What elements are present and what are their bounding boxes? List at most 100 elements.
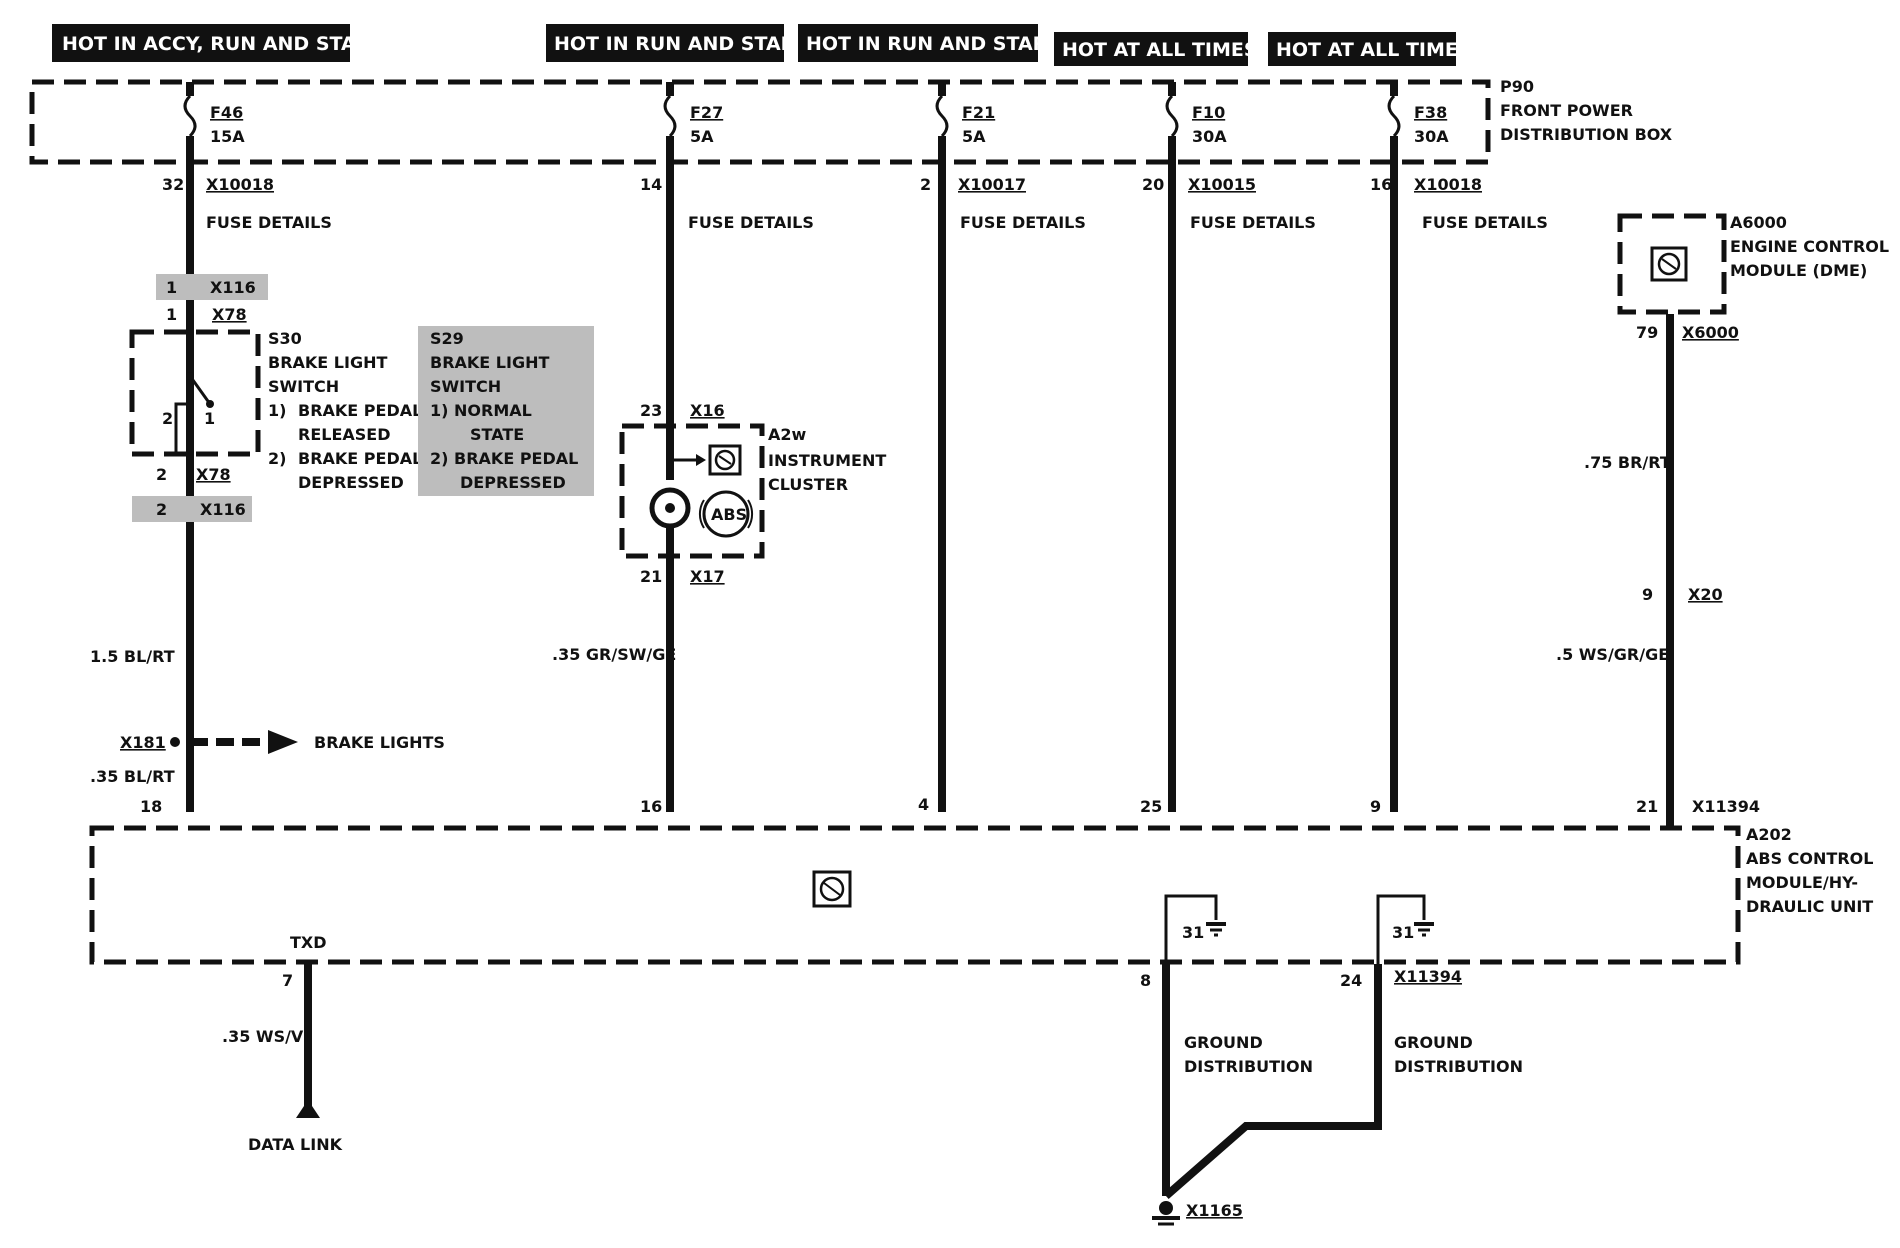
ic-name-line2: CLUSTER bbox=[768, 475, 848, 494]
x116-bot-conn: X116 bbox=[200, 500, 246, 519]
x78-top-pin: 1 bbox=[166, 305, 177, 324]
wire-ground-b-internal bbox=[1376, 894, 1426, 964]
fuse-f10-pin: 20 bbox=[1142, 175, 1164, 194]
x116-bot-shading bbox=[132, 496, 252, 522]
ground-point-icon bbox=[1152, 1201, 1180, 1226]
ecm-conn: X6000 bbox=[1682, 323, 1739, 342]
fuse-f27-symbol bbox=[660, 94, 680, 138]
ic-out-pin: 21 bbox=[640, 567, 662, 586]
brake-wire-end-pin: 18 bbox=[140, 797, 162, 816]
abs-ground-a-pin: 8 bbox=[1140, 971, 1151, 990]
power-distribution-box-outline bbox=[29, 79, 1491, 165]
f21-column-end-pin: 4 bbox=[918, 795, 929, 814]
fuse-f27-rating: 5A bbox=[690, 127, 714, 146]
fuse-f38-details: FUSE DETAILS bbox=[1422, 213, 1548, 232]
fuse-f38-symbol bbox=[1384, 94, 1404, 138]
abs-ground-b-conn: X11394 bbox=[1394, 967, 1462, 986]
ground-a-line1: GROUND bbox=[1184, 1033, 1263, 1052]
ic-name-line1: INSTRUMENT bbox=[768, 451, 886, 470]
s30-switch-box bbox=[129, 329, 261, 457]
ic-in-pin: 23 bbox=[640, 401, 662, 420]
abs-id: A202 bbox=[1746, 825, 1792, 844]
fuse-f10-rating: 30A bbox=[1192, 127, 1227, 146]
s30-state1-b: RELEASED bbox=[298, 425, 391, 444]
ground-point-label: X1165 bbox=[1186, 1201, 1243, 1220]
abs-control-unit-icon bbox=[812, 870, 852, 908]
abs-warning-lamp-icon: ABS bbox=[698, 490, 754, 538]
s30-contact-1: 1 bbox=[204, 409, 215, 428]
fuse-f27-details: FUSE DETAILS bbox=[688, 213, 814, 232]
ic-module-box bbox=[619, 423, 765, 559]
fuse-f21-pin: 2 bbox=[920, 175, 931, 194]
fuse-f46-details: FUSE DETAILS bbox=[206, 213, 332, 232]
s30-state2-b: DEPRESSED bbox=[298, 473, 404, 492]
abs-ground-b-internal-pin: 31 bbox=[1392, 923, 1414, 942]
ic-out-conn: X17 bbox=[690, 567, 725, 586]
data-link-label: DATA LINK bbox=[248, 1135, 343, 1154]
x78-bot-conn: X78 bbox=[196, 465, 231, 484]
fuse-f10-symbol bbox=[1162, 94, 1182, 138]
ground-b-line2: DISTRIBUTION bbox=[1394, 1057, 1523, 1076]
abs-ground-a-internal-pin: 31 bbox=[1182, 923, 1204, 942]
abs-txd-label: TXD bbox=[290, 933, 327, 952]
brake-lights-label: BRAKE LIGHTS bbox=[314, 733, 445, 752]
ecm-mid-conn: X20 bbox=[1688, 585, 1723, 604]
ic-in-conn: X16 bbox=[690, 401, 725, 420]
ecm-name-line2: MODULE (DME) bbox=[1730, 261, 1867, 280]
s30-state1-a: BRAKE PEDAL bbox=[298, 401, 422, 420]
ecm-id: A6000 bbox=[1730, 213, 1787, 232]
header-banner-3-text: HOT IN RUN AND START bbox=[806, 33, 1059, 55]
header-banner-1-text: HOT IN ACCY, RUN AND START bbox=[62, 33, 382, 55]
ground-a-line2: DISTRIBUTION bbox=[1184, 1057, 1313, 1076]
s29-line2: BRAKE LIGHT bbox=[430, 353, 549, 372]
header-banner-4-text: HOT AT ALL TIMES bbox=[1062, 39, 1258, 61]
s29-line5: STATE bbox=[470, 425, 524, 444]
ecm-name-line1: ENGINE CONTROL bbox=[1730, 237, 1889, 256]
fuse-f38-pin: 16 bbox=[1370, 175, 1392, 194]
s30-state2-a: BRAKE PEDAL bbox=[298, 449, 422, 468]
s29-line3: SWITCH bbox=[430, 377, 501, 396]
s29-line1: S29 bbox=[430, 329, 464, 348]
fuse-f46-labels: F46 15A 32 X10018 FUSE DETAILS bbox=[162, 103, 332, 232]
header-banner-2-text: HOT IN RUN AND START bbox=[554, 33, 807, 55]
s30-line2: SWITCH bbox=[268, 377, 339, 396]
x78-bot-pin: 2 bbox=[156, 465, 167, 484]
fuse-f27-name: F27 bbox=[690, 103, 723, 122]
abs-txd-pin: 7 bbox=[282, 971, 293, 990]
ecm-end-conn: X11394 bbox=[1692, 797, 1760, 816]
ecm-control-unit-icon bbox=[1650, 246, 1688, 282]
s30-switch-lever bbox=[188, 375, 212, 405]
internal-ground-a-icon bbox=[1206, 922, 1226, 937]
data-link-wire-gauge: .35 WS/VI bbox=[222, 1027, 309, 1046]
ground-b-line1: GROUND bbox=[1394, 1033, 1473, 1052]
abs-control-module-a202: A202 ABS CONTROL MODULE/HY- DRAULIC UNIT… bbox=[89, 825, 1873, 990]
ic-wire-gauge: .35 GR/SW/GE bbox=[552, 645, 676, 664]
fuse-f46-name: F46 bbox=[210, 103, 243, 122]
f10-column-end-pin: 25 bbox=[1140, 797, 1162, 816]
fuse-f38-connector: X10018 bbox=[1414, 175, 1482, 194]
ic-id: A2w bbox=[768, 425, 807, 444]
ecm-pin: 79 bbox=[1636, 323, 1658, 342]
s29-line7: DEPRESSED bbox=[460, 473, 566, 492]
fuse-f10-details: FUSE DETAILS bbox=[1190, 213, 1316, 232]
power-box-id: P90 bbox=[1500, 77, 1534, 96]
power-box-name-line1: FRONT POWER bbox=[1500, 101, 1633, 120]
power-box-name-line2: DISTRIBUTION BOX bbox=[1500, 125, 1673, 144]
fuse-f46-pin: 32 bbox=[162, 175, 184, 194]
fuse-f21-name: F21 bbox=[962, 103, 995, 122]
s29-annotation-box: S29 BRAKE LIGHT SWITCH 1) NORMAL STATE 2… bbox=[418, 326, 594, 496]
x78-top-conn: X78 bbox=[212, 305, 247, 324]
s30-state1-num: 1) bbox=[268, 401, 286, 420]
abs-name-line2: MODULE/HY- bbox=[1746, 873, 1858, 892]
ground-distribution: GROUND DISTRIBUTION GROUND DISTRIBUTION … bbox=[1152, 1033, 1523, 1226]
engine-control-module-a6000: A6000 ENGINE CONTROL MODULE (DME) 79 X60… bbox=[1556, 213, 1889, 816]
header-banner-1: HOT IN ACCY, RUN AND START bbox=[52, 24, 382, 62]
ecm-end-pin: 21 bbox=[1636, 797, 1658, 816]
data-link: .35 WS/VI DATA LINK bbox=[222, 1027, 343, 1154]
header-banner-3: HOT IN RUN AND START bbox=[798, 24, 1059, 62]
abs-module-box bbox=[89, 825, 1741, 965]
x181-splice-label: X181 bbox=[120, 733, 166, 752]
fuse-f21-details: FUSE DETAILS bbox=[960, 213, 1086, 232]
ic-end-pin: 16 bbox=[640, 797, 662, 816]
s29-line6: 2) BRAKE PEDAL bbox=[430, 449, 578, 468]
